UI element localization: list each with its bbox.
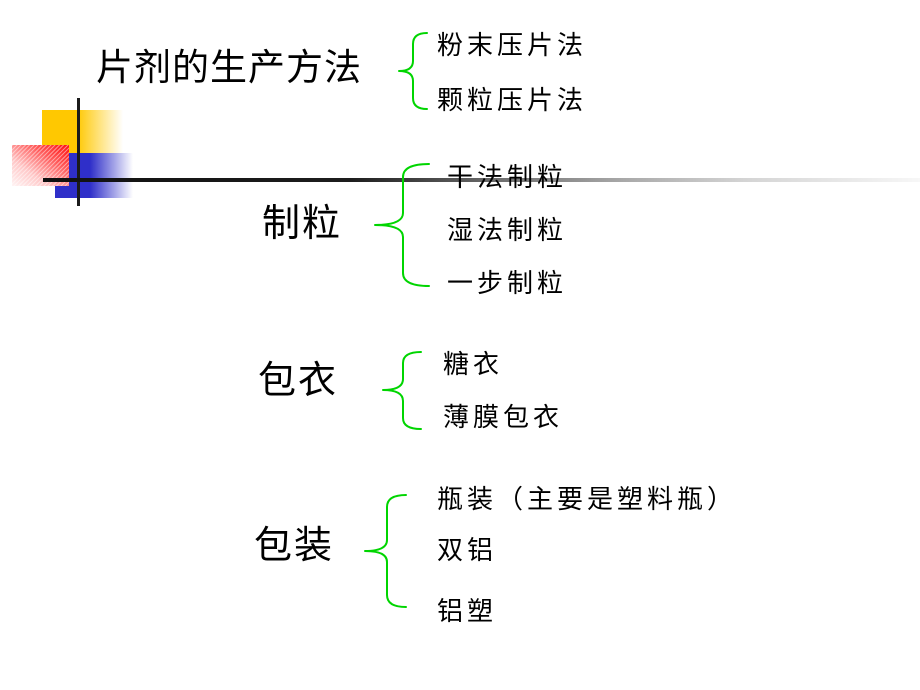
vertical-line [77, 98, 80, 206]
group-item: 糖衣 [443, 350, 504, 379]
group-item: 瓶装（主要是塑料瓶） [437, 485, 738, 514]
curly-brace-icon [374, 163, 430, 287]
group-item: 颗粒压片法 [437, 86, 588, 115]
group-item: 双铝 [437, 536, 498, 565]
group-item: 干法制粒 [447, 163, 568, 192]
group-item: 铝塑 [437, 597, 498, 626]
curly-brace-icon [382, 351, 422, 430]
group-item: 薄膜包衣 [443, 403, 564, 432]
group-item: 一步制粒 [447, 269, 568, 298]
group-item: 湿法制粒 [447, 216, 568, 245]
group-label-coating: 包衣 [258, 360, 339, 402]
group-item: 粉末压片法 [437, 31, 588, 60]
curly-brace-icon [364, 494, 407, 608]
page-title: 片剂的生产方法 [96, 48, 362, 89]
group-label-packaging: 包装 [254, 525, 335, 567]
curly-brace-icon [398, 32, 428, 110]
group-label-granulation: 制粒 [262, 203, 343, 245]
horizontal-gradient-line [43, 178, 920, 182]
